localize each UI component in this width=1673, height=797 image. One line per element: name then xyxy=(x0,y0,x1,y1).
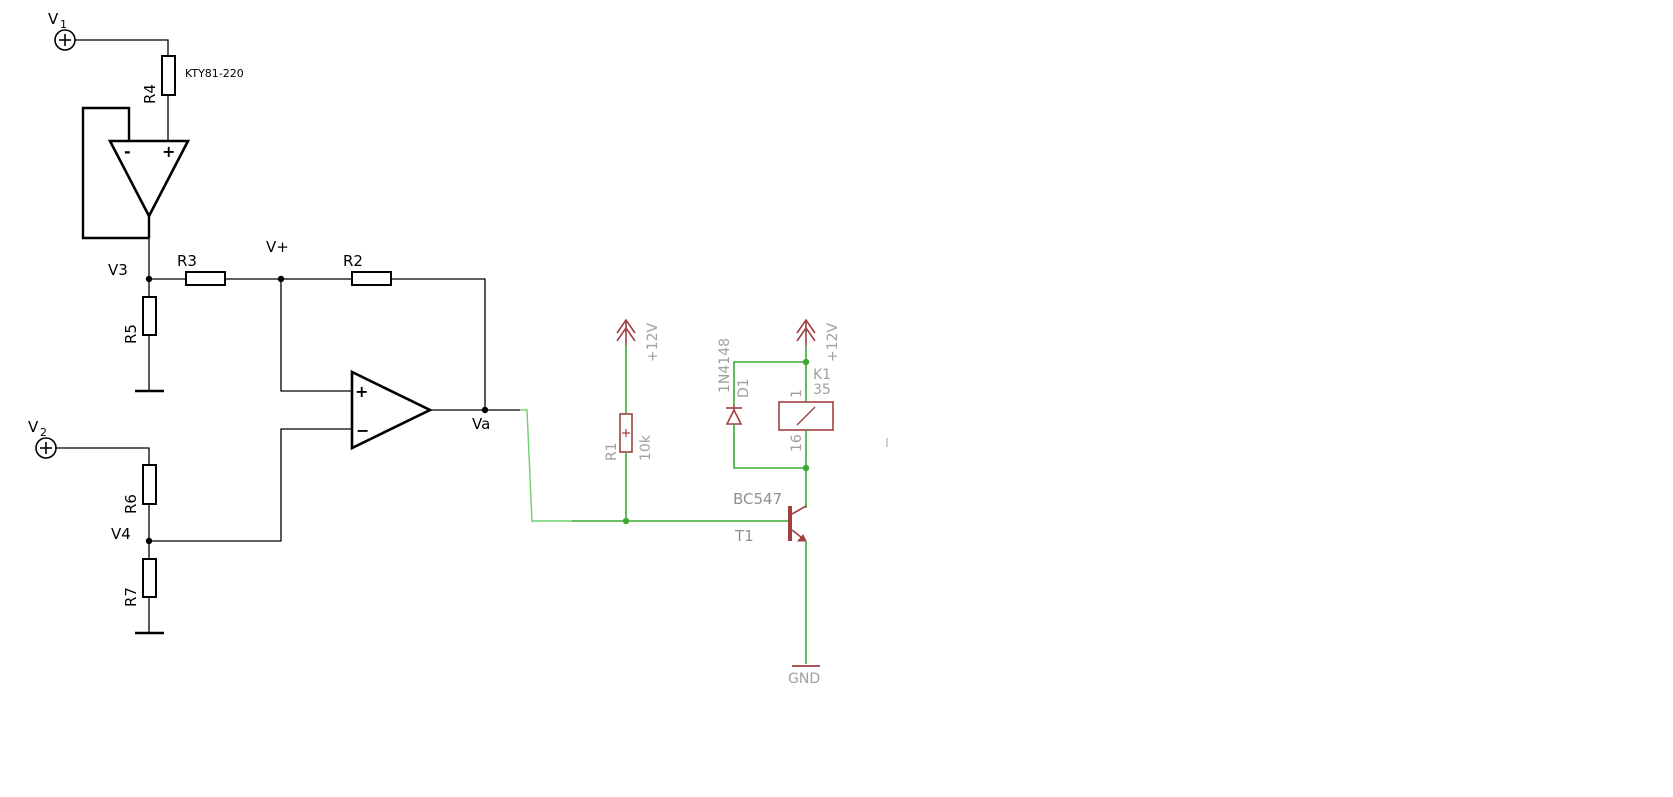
wire-v1-to-r4 xyxy=(75,39,169,56)
vplus-label: V+ xyxy=(266,238,289,256)
r5-label: R5 xyxy=(122,324,140,344)
wire-va-to-base xyxy=(520,409,572,522)
k1-name-label: K1 xyxy=(813,367,831,383)
r4-value-label: KTY81-220 xyxy=(185,67,244,80)
supply-arrow-left-icon xyxy=(616,318,636,345)
wire-diode-bottom xyxy=(733,424,806,469)
resistor-r2 xyxy=(351,271,392,286)
wire-v2-to-r6 xyxy=(56,447,150,465)
resistor-r3 xyxy=(185,271,226,286)
r7-label: R7 xyxy=(122,587,140,607)
v3-label: V3 xyxy=(108,261,128,279)
v2-source xyxy=(35,437,57,459)
wire-diode-top xyxy=(733,361,806,405)
r3-label: R3 xyxy=(177,252,197,270)
opamp2-triangle xyxy=(350,369,433,451)
resistor-r4 xyxy=(161,55,176,96)
wire-v4-to-opamp2-minus xyxy=(149,428,352,542)
v1-source xyxy=(54,29,76,51)
t1-part-label: BC547 xyxy=(733,490,782,508)
diode-d1 xyxy=(725,405,743,425)
wire-r2-to-va xyxy=(391,278,486,410)
opamp1-plus-sign: + xyxy=(162,142,175,161)
wire-vplus-to-opamp2-plus xyxy=(280,279,352,392)
transistor-t1 xyxy=(788,505,807,542)
opamp2-plus-sign: + xyxy=(355,382,368,401)
t1-name-label: T1 xyxy=(734,527,754,545)
supply-right-label: +12V xyxy=(825,322,841,362)
junction-va xyxy=(481,406,489,414)
resistor-r5 xyxy=(142,296,157,336)
v1-label-subscript: 1 xyxy=(60,18,67,31)
supply-left-label: +12V xyxy=(645,322,661,362)
d1-name-label: D1 xyxy=(736,378,752,398)
k1-code-label: 35 xyxy=(813,382,831,398)
r6-label: R6 xyxy=(122,494,140,514)
k1-pin1-label: 1 xyxy=(789,389,805,398)
wire-opamp1-feedback xyxy=(81,106,149,240)
v1-label: V xyxy=(48,10,59,28)
r4-label: R4 xyxy=(141,84,159,104)
resistor-r7 xyxy=(142,558,157,598)
opamp2-minus-sign: − xyxy=(356,421,369,440)
resistor-r6 xyxy=(142,464,157,505)
relay-k1-diagonal xyxy=(796,406,816,426)
d1-part-label: 1N4148 xyxy=(717,338,733,393)
va-label: Va xyxy=(472,415,490,433)
r1-name-label: R1 xyxy=(604,442,620,461)
v2-label: V xyxy=(28,418,39,436)
r1-value-label: 10k xyxy=(638,434,654,461)
r2-label: R2 xyxy=(343,252,363,270)
opamp1-minus-sign: - xyxy=(124,142,131,161)
gnd-label: GND xyxy=(788,671,820,687)
opamp1-triangle xyxy=(107,139,191,219)
v2-label-subscript: 2 xyxy=(40,426,47,439)
v4-label: V4 xyxy=(111,525,131,543)
supply-arrow-right-icon xyxy=(796,318,816,345)
k1-pin16-label: 16 xyxy=(789,434,805,452)
